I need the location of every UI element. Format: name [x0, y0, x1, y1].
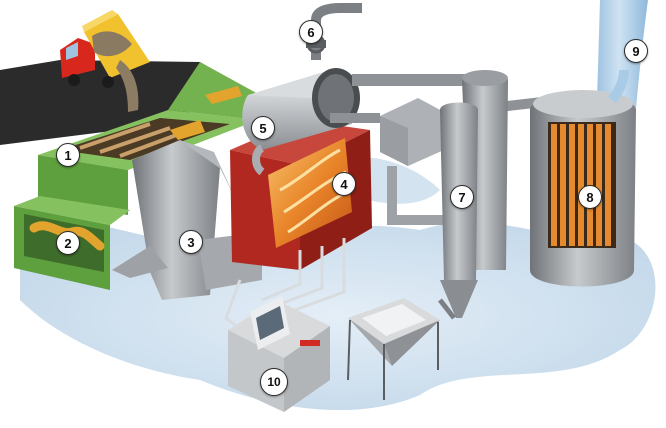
label-7-cyclone: 7 [450, 185, 474, 209]
control-panel-10 [228, 296, 330, 412]
label-6-valve: 6 [299, 20, 323, 44]
label-4-furnace: 4 [332, 172, 356, 196]
label-1-reception-hopper: 1 [56, 143, 80, 167]
flue-ducting [330, 74, 561, 225]
furnace-4 [230, 120, 372, 270]
label-8-filter: 8 [578, 185, 602, 209]
ash-hopper [347, 298, 456, 400]
label-10-control-panel: 10 [260, 368, 288, 396]
label-5-boiler: 5 [251, 116, 275, 140]
control-cables [224, 238, 346, 328]
dump-truck [60, 10, 150, 112]
boiler-5 [242, 68, 360, 176]
reception-hopper-1 [38, 62, 260, 215]
label-3-stoker: 3 [179, 230, 203, 254]
label-2-feed-screws: 2 [56, 231, 80, 255]
filter-8 [530, 69, 636, 287]
label-9-stack: 9 [624, 39, 648, 63]
